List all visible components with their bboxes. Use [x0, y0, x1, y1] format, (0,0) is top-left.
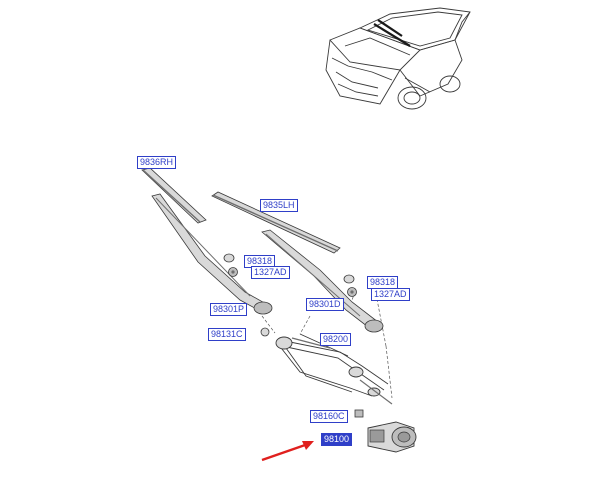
wiper-blade-lh — [211, 191, 341, 254]
callout-motor[interactable]: 98100 — [321, 433, 353, 446]
motor-nut-icon — [354, 409, 364, 418]
callout-wiper-arm-rh[interactable]: 98301P — [210, 303, 248, 316]
callout-motor-nut[interactable]: 98160C — [310, 410, 348, 423]
vehicle-wiper-mark — [373, 19, 411, 47]
callout-link-cover[interactable]: 98131C — [208, 328, 246, 341]
nut-upper-icon — [228, 267, 238, 277]
callout-wiper-arm-lh[interactable]: 98301D — [306, 298, 344, 311]
callout-nut-lower[interactable]: 1327AD — [371, 288, 410, 301]
wiper-arm-rh — [151, 193, 273, 315]
wiper-motor — [367, 421, 417, 453]
wiper-linkage — [275, 333, 393, 405]
pointer-arrow-icon — [261, 441, 314, 462]
vehicle-icon — [325, 7, 471, 110]
callout-linkage[interactable]: 98200 — [320, 333, 352, 346]
nut-lower-icon — [347, 287, 357, 297]
callout-wiper-blade-lh[interactable]: 9835LH — [260, 199, 298, 212]
callout-wiper-arm-rh-blade[interactable]: 9836RH — [137, 156, 177, 169]
link-cover-icon — [260, 327, 270, 337]
callout-nut-upper[interactable]: 1327AD — [251, 266, 290, 279]
cap-lower-icon — [343, 274, 355, 284]
cap-upper-icon — [223, 253, 235, 263]
wiper-arm-lh — [261, 229, 384, 333]
